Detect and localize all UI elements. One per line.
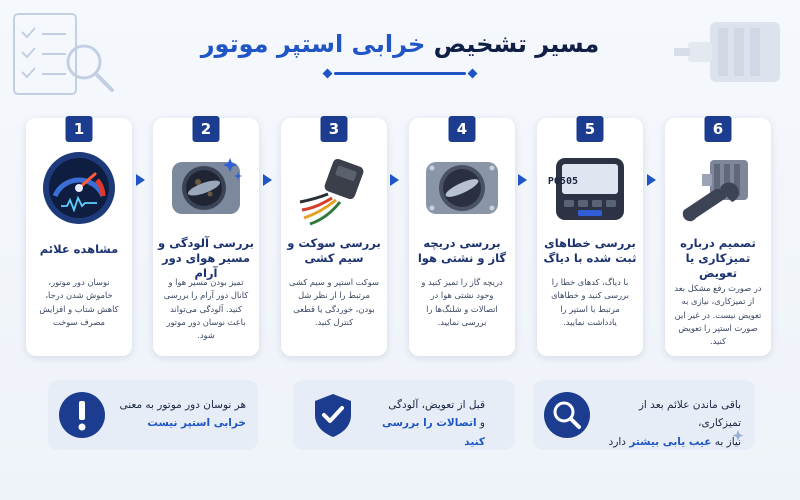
step-title: بررسی خطاهای ثبت شده با دیاگ	[543, 236, 637, 265]
step-title: بررسی آلودگی و مسیر هوای دور آرام	[158, 236, 254, 280]
step-number: 2	[192, 116, 220, 142]
flow-arrow	[647, 174, 656, 186]
title-accent: خرابی استپر موتور	[200, 30, 426, 58]
diagnostic-scanner-icon: P0505	[548, 158, 624, 220]
step-title: تصمیم درباره تمیزکاری یا تعویض	[680, 236, 756, 280]
flow-arrow	[263, 174, 272, 186]
note-line2: نیاز به عیب یابی بیشتر دارد	[597, 433, 741, 451]
throttle-body-icon	[426, 162, 498, 214]
note-line1: قبل از تعویض، آلودگی	[388, 399, 485, 411]
step-number: 3	[320, 116, 348, 142]
step-number: 5	[576, 116, 604, 142]
step-card-2: 2 بررسی آلودگی و مسیر هوای دور آرام تمیز…	[153, 116, 259, 356]
flow-arrow	[390, 174, 399, 186]
flow-arrow	[518, 174, 527, 186]
step-title: بررسی دریچه گاز و نشتی هوا	[417, 236, 507, 265]
note-highlight: عیب یابی بیشتر	[629, 435, 712, 448]
step-card-4: 4 بررسی دریچه گاز و نشتی هوا دریچه گاز ر…	[409, 116, 515, 356]
throttle-body-dirty-icon	[172, 158, 242, 214]
step-desc: نوسان دور موتور، خاموش شدن درجا، کاهش شت…	[39, 277, 119, 327]
step-card-1: 1 مشاهده علائم نوسان دور موتور، خاموش شد…	[26, 116, 132, 356]
sparkle-icon	[732, 430, 744, 441]
step-number: 1	[65, 116, 93, 142]
note-line2: و اتصالات را بررسی کنید	[365, 414, 485, 451]
shield-check-icon	[315, 394, 351, 437]
note-line2-post: دارد	[608, 435, 630, 448]
note-line2: خرابی استپر نیست	[114, 414, 246, 432]
step-card-3: 3 بررسی سوکت و سیم کشی سوکت استپر و سیم …	[281, 116, 387, 356]
step-title: مشاهده علائم	[39, 242, 119, 256]
note-highlight: اتصالات را بررسی کنید	[381, 417, 485, 448]
stepper-motor-deco-icon	[674, 22, 780, 82]
note-line1: هر نوسان دور موتور به معنی	[119, 399, 246, 411]
note-line2-pre: و	[476, 417, 485, 430]
gauge-icon	[43, 152, 115, 224]
step-card-6: 6 تصمیم درباره تمیزکاری یا تعویض در صورت…	[665, 116, 771, 356]
note-line2-pre: نیاز به	[711, 435, 741, 448]
scanner-code: P0505	[548, 176, 578, 187]
flow-arrow	[136, 174, 145, 186]
step-desc: در صورت رفع مشکل بعد از تمیزکاری، نیازی …	[674, 283, 762, 347]
step-desc: تمیز بودن مسیر هوا و کانال دور آرام را ب…	[163, 277, 249, 341]
exclamation-icon	[59, 392, 105, 438]
stepper-motor-wrench-icon	[682, 160, 748, 222]
note-card-check-connections: قبل از تعویض، آلودگی و اتصالات را بررسی …	[293, 380, 515, 450]
magnifier-icon	[544, 392, 590, 438]
page-title: مسیر تشخیص خرابی استپر موتور	[0, 30, 800, 58]
note-card-not-always-stepper: هر نوسان دور موتور به معنی خرابی استپر ن…	[48, 380, 258, 450]
step-desc: سوکت استپر و سیم کشی مرتبط را از نظر شل …	[289, 277, 379, 327]
step-title: بررسی سوکت و سیم کشی	[287, 236, 381, 265]
note-highlight: خرابی استپر نیست	[147, 417, 246, 430]
step-number: 6	[704, 116, 732, 142]
step-desc: با دیاگ، کدهای خطا را بررسی کنید و خطاها…	[551, 277, 629, 327]
title-prefix: مسیر تشخیص	[425, 30, 600, 58]
note-text: باقی ماندن علائم بعد از تمیزکاری، نیاز ب…	[597, 396, 741, 451]
checklist-magnifier-icon	[13, 13, 114, 95]
note-text: هر نوسان دور موتور به معنی خرابی استپر ن…	[114, 396, 246, 433]
title-underline	[334, 72, 466, 75]
note-text: قبل از تعویض، آلودگی و اتصالات را بررسی …	[365, 396, 485, 451]
step-card-5: 5 P0505 بررسی خطاهای ثبت شده با دیاگ با …	[537, 116, 643, 356]
step-number: 4	[448, 116, 476, 142]
note-card-further-diagnosis: باقی ماندن علائم بعد از تمیزکاری، نیاز ب…	[533, 380, 755, 450]
connector-icon	[299, 158, 364, 226]
step-desc: دریچه گاز را تمیز کنید و وجود نشتی هوا د…	[421, 277, 503, 327]
note-line1: باقی ماندن علائم بعد از تمیزکاری،	[638, 399, 741, 430]
